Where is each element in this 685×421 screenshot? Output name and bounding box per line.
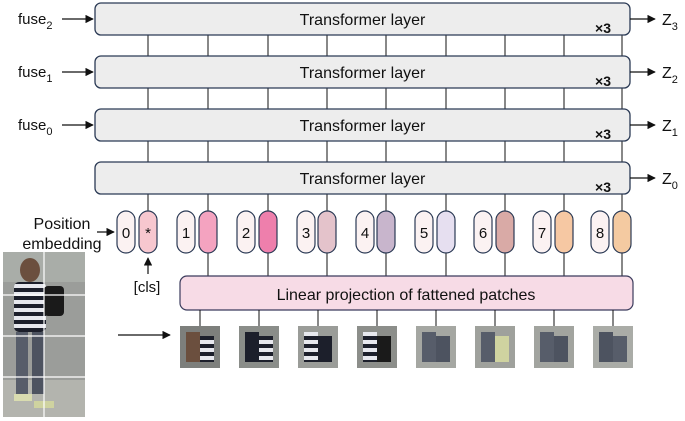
token-label: 1 bbox=[182, 225, 190, 242]
repeat-count-label: ×3 bbox=[595, 126, 611, 142]
transformer-layer-label: Transformer layer bbox=[300, 171, 426, 188]
image-patch bbox=[475, 310, 515, 368]
token-label: 4 bbox=[361, 225, 369, 242]
position-embedding-pill bbox=[473, 210, 493, 254]
transformer-layer: Transformer layer ×3 Z3 fuse2 bbox=[18, 2, 678, 36]
image-patch bbox=[180, 310, 220, 368]
transformer-layer-label: Transformer layer bbox=[300, 65, 426, 82]
token-label: 8 bbox=[596, 225, 604, 242]
image-patch bbox=[357, 310, 397, 368]
linear-projection-box bbox=[179, 275, 634, 311]
patch-token-pill bbox=[198, 210, 218, 254]
token-pair: 2 bbox=[236, 210, 278, 254]
cls-label: [cls] bbox=[134, 279, 161, 296]
position-embedding-pill bbox=[116, 210, 136, 254]
token-label: * bbox=[145, 225, 151, 242]
output-label: Z3 bbox=[662, 12, 678, 33]
output-label: Z1 bbox=[662, 118, 678, 139]
position-embedding-pill bbox=[236, 210, 256, 254]
token-pair: 6 bbox=[473, 210, 515, 254]
position-embedding-pill bbox=[532, 210, 552, 254]
repeat-count-label: ×3 bbox=[595, 20, 611, 36]
token-label: 6 bbox=[479, 225, 487, 242]
token-label: 2 bbox=[242, 225, 250, 242]
image-patch bbox=[593, 310, 633, 368]
fuse-input-label: fuse2 bbox=[18, 11, 52, 32]
position-embedding-line1: Position bbox=[34, 216, 91, 233]
position-embedding-label: Position embedding bbox=[22, 216, 115, 253]
token-pair: 0 bbox=[116, 210, 136, 254]
position-embedding-pill bbox=[296, 210, 316, 254]
token-pair: 7 bbox=[532, 210, 574, 254]
image-patch bbox=[298, 310, 338, 368]
token-pair: 3 bbox=[296, 210, 337, 254]
output-label: Z2 bbox=[662, 65, 678, 86]
transformer-layer: Transformer layer ×3 Z0 bbox=[94, 161, 678, 195]
token-pair: 4 bbox=[355, 210, 396, 254]
transformer-layer-label: Transformer layer bbox=[300, 118, 426, 135]
token-pair: 1 bbox=[176, 210, 218, 254]
fuse-input-label: fuse0 bbox=[18, 117, 52, 138]
repeat-count-label: ×3 bbox=[595, 73, 611, 89]
transformer-layer-label: Transformer layer bbox=[300, 12, 426, 29]
output-label: Z0 bbox=[662, 171, 678, 192]
transformer-layer: Transformer layer ×3 Z1 fuse0 bbox=[18, 108, 678, 142]
fuse-input-label: fuse1 bbox=[18, 64, 52, 85]
image-patch bbox=[416, 310, 456, 368]
repeat-count-label: ×3 bbox=[595, 179, 611, 195]
input-image bbox=[3, 252, 85, 417]
patch-token-pill bbox=[258, 210, 278, 254]
position-embedding-pill bbox=[355, 210, 375, 254]
position-embedding-pill bbox=[176, 210, 196, 254]
position-embedding-line2: embedding bbox=[22, 236, 101, 253]
token-label: 5 bbox=[420, 225, 428, 242]
image-patch bbox=[534, 310, 574, 368]
token-label: 0 bbox=[122, 225, 130, 242]
patch-token-pill bbox=[317, 210, 337, 254]
linear-projection-label: Linear projection of fattened patches bbox=[277, 287, 536, 304]
patch-token-pill bbox=[495, 210, 515, 254]
transformer-layer: Transformer layer ×3 Z2 fuse1 bbox=[18, 55, 678, 89]
token-label: 7 bbox=[538, 225, 546, 242]
token-pair: 5 bbox=[414, 210, 456, 254]
token-label: 3 bbox=[302, 225, 310, 242]
patch-token-pill bbox=[554, 210, 574, 254]
image-patches bbox=[180, 310, 633, 368]
token-pair: 8 bbox=[590, 210, 632, 254]
patch-token-pill bbox=[376, 210, 396, 254]
position-embedding-pill bbox=[414, 210, 434, 254]
token-pair: * bbox=[138, 210, 158, 254]
patch-token-pill bbox=[612, 210, 632, 254]
patch-token-pill bbox=[436, 210, 456, 254]
token-sequence: 0 * 1 2 3 4 5 6 7 8 bbox=[116, 210, 632, 254]
image-patch bbox=[239, 310, 279, 368]
layer-connectors bbox=[147, 35, 623, 276]
position-embedding-pill bbox=[138, 210, 158, 254]
position-embedding-pill bbox=[590, 210, 610, 254]
